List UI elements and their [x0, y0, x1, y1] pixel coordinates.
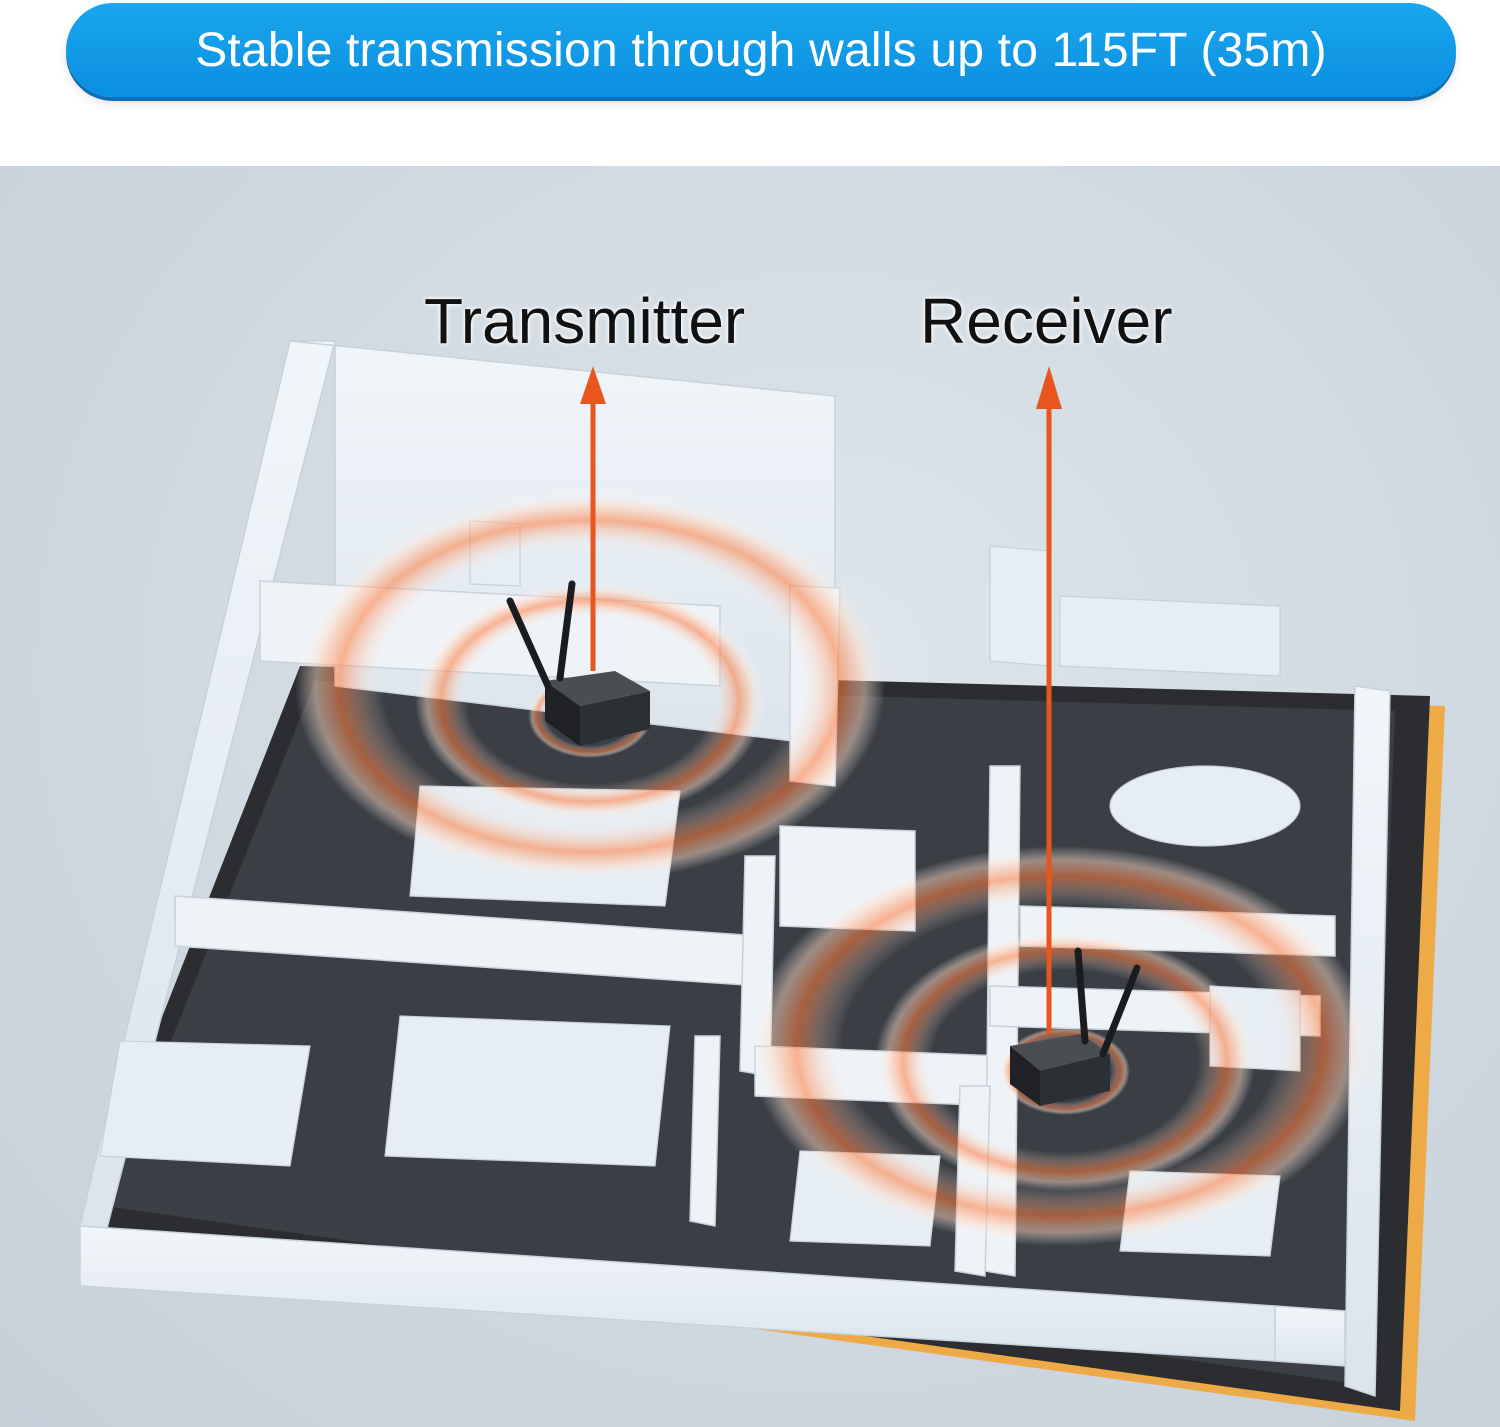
receiver-arrow-icon — [1036, 366, 1062, 1034]
transmitter-arrow-icon — [580, 366, 606, 671]
floorplan-scene: Transmitter Receiver — [0, 166, 1500, 1427]
header-banner: Stable transmission through walls up to … — [66, 3, 1456, 97]
floorplan-illustration — [79, 340, 1445, 1421]
receiver-device-icon — [1010, 947, 1141, 1106]
receiver-label: Receiver — [920, 285, 1173, 357]
transmitter-label: Transmitter — [424, 285, 746, 357]
banner-title: Stable transmission through walls up to … — [195, 23, 1327, 77]
transmitter-device-icon — [506, 580, 650, 746]
